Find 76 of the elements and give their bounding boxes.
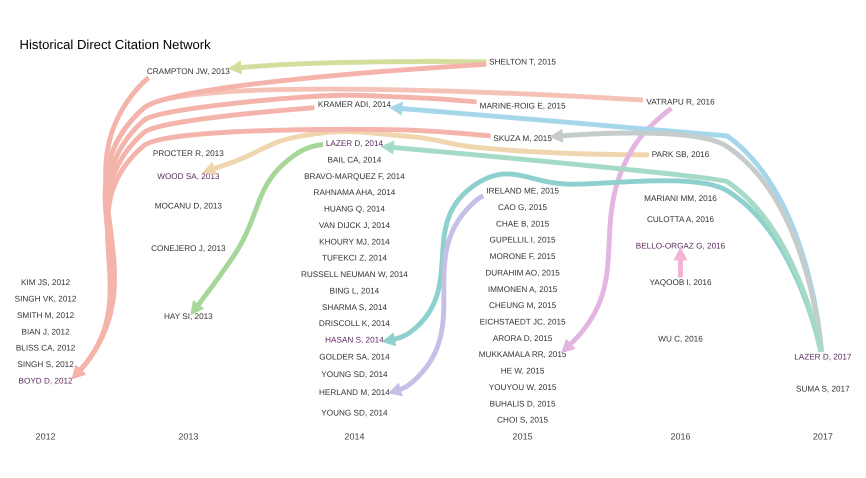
arrow <box>190 142 324 316</box>
label: 2013 <box>178 431 198 442</box>
arrow <box>72 76 150 380</box>
node-text: KHOURY MJ, 2014 <box>319 237 390 246</box>
node-text: YOUYOU W, 2015 <box>488 382 556 392</box>
node-text: SINGH S, 2012 <box>17 360 74 370</box>
node-text: WU C, 2016 <box>658 334 703 344</box>
node-text: IRELAND ME, 2015 <box>486 186 559 196</box>
node-text: CHAE B, 2015 <box>496 219 550 228</box>
label: 2012 <box>36 431 56 442</box>
node-text: SUMA S, 2017 <box>796 384 850 394</box>
label: 2017 <box>812 431 833 442</box>
node-text: CHOI S, 2015 <box>497 416 548 425</box>
node-text: YOUNG SD, 2014 <box>321 370 388 379</box>
node-text: LAZER D, 2014 <box>326 139 384 148</box>
label: 2016 <box>670 431 691 442</box>
node-text: MUKKAMALA RR, 2015 <box>478 350 566 360</box>
arrow <box>380 140 824 352</box>
node-text: SMITH M, 2012 <box>16 310 74 320</box>
node-text: RAHNAMA AHA, 2014 <box>314 188 396 198</box>
arrow <box>561 106 673 353</box>
diagram-title: Historical Direct Citation Network <box>20 37 211 52</box>
arrow <box>673 246 688 278</box>
node-text: CULOTTA A, 2016 <box>646 215 714 224</box>
label: 2014 <box>344 431 364 442</box>
node-text: MOCANU D, 2013 <box>154 201 222 210</box>
node-text: CRAMPTON JW, 2013 <box>146 67 230 76</box>
arrow <box>228 59 486 74</box>
node-text: HAY SI, 2013 <box>164 312 213 321</box>
node-text: CHEUNG M, 2015 <box>488 301 556 310</box>
arrow <box>388 194 484 396</box>
node-text: BIAN J, 2012 <box>22 327 70 336</box>
label: 2015 <box>512 431 533 442</box>
arrow <box>71 105 315 380</box>
node-text: RUSSELL NEUMAN W, 2014 <box>301 270 408 280</box>
node-text: HUANG Q, 2014 <box>324 204 385 214</box>
node-text: SHARMA S, 2014 <box>322 302 387 312</box>
arrow <box>202 129 649 176</box>
node-text: HERLAND M, 2014 <box>319 388 390 397</box>
node-text: GOLDER SA, 2014 <box>319 352 390 362</box>
node-text: KRAMER ADI, 2014 <box>318 100 392 109</box>
node-text: MARINE-ROIG E, 2015 <box>480 102 566 110</box>
node-text: KIM JS, 2012 <box>21 278 70 288</box>
node-text: DURAHIM AO, 2015 <box>485 268 560 278</box>
node-text: WOOD SA, 2013 <box>157 172 220 181</box>
arrow <box>549 128 824 352</box>
node-text: PROCTER R, 2013 <box>152 148 224 158</box>
arrow <box>389 102 824 352</box>
node-text: BUHALIS D, 2015 <box>490 399 556 408</box>
node-text: SKUZA M, 2015 <box>493 134 552 144</box>
node-text: BRAVO-MARQUEZ F, 2014 <box>304 172 405 181</box>
node-text: ARORA D, 2015 <box>492 334 552 343</box>
node-text: VAN DIJCK J, 2014 <box>318 220 390 230</box>
node-text: SHELTON T, 2015 <box>489 57 556 66</box>
node-text: GUPELLIL I, 2015 <box>490 236 556 245</box>
node-text: TUFEKCI Z, 2014 <box>322 254 387 263</box>
node-text: BOYD D, 2012 <box>18 376 73 386</box>
node-text: CAO G, 2015 <box>498 202 548 212</box>
node-text: PARK SB, 2016 <box>652 150 710 159</box>
node-text: BING L, 2014 <box>330 286 380 296</box>
node-text: SINGH VK, 2012 <box>14 294 76 304</box>
node-text: HASAN S, 2014 <box>325 336 384 344</box>
node-text: BAIL CA, 2014 <box>328 156 382 164</box>
node-text: YAQOOB I, 2016 <box>649 278 712 288</box>
node-text: LAZER D, 2017 <box>794 352 852 362</box>
node-text: HE W, 2015 <box>500 366 544 376</box>
node-text: MORONE F, 2015 <box>490 252 556 262</box>
node-text: BLISS CA, 2012 <box>16 344 76 353</box>
node-text: EICHSTAEDT JC, 2015 <box>480 318 566 326</box>
node-text: DRISCOLL K, 2014 <box>318 319 390 328</box>
node-text: CONEJERO J, 2013 <box>151 244 226 253</box>
node-text: BELLO-ORGAZ G, 2016 <box>636 241 726 250</box>
node-text: MARIANI MM, 2016 <box>644 194 717 203</box>
node-text: YOUNG SD, 2014 <box>321 408 388 418</box>
node-text: VATRAPU R, 2016 <box>646 97 715 106</box>
node-text: IMMONEN A, 2015 <box>488 284 558 294</box>
